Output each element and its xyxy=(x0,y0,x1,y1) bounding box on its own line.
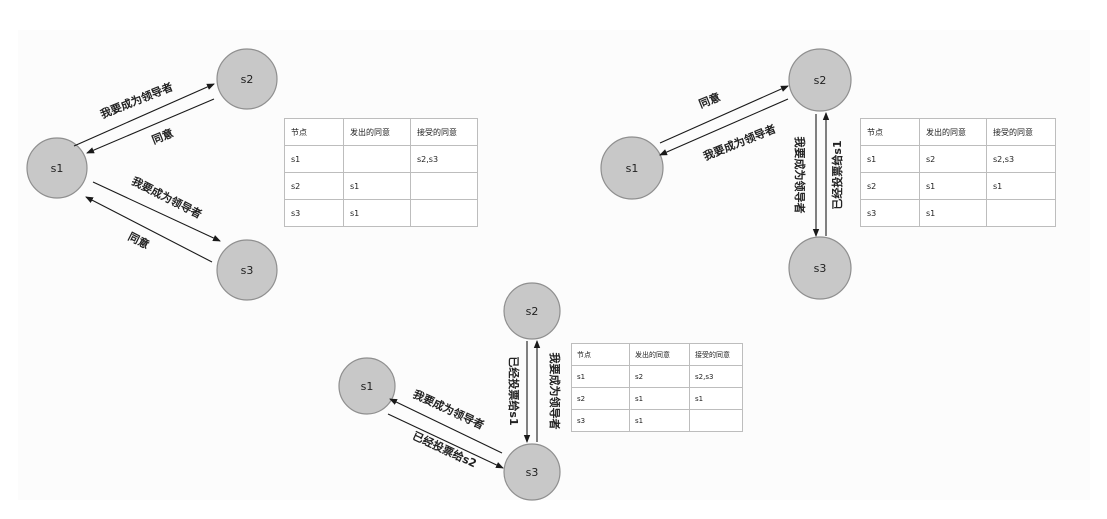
table-cell: s1 xyxy=(343,172,411,200)
diagram-3-edge-label-request-s3: 我要成为领导者 xyxy=(548,353,562,430)
diagram-2-node-s1: s1 xyxy=(600,136,664,200)
diagram-3: s1 s2 s3 已经投票给s1 我要成为领导者 我要成为领导者 已经投票给s2 xyxy=(338,282,562,501)
diagram-1-node-s1-label: s1 xyxy=(51,162,64,175)
diagram-1-edge-label-request-s3: 我要成为领导者 xyxy=(129,174,204,221)
table-header-row: 节点 发出的同意 接受的同意 xyxy=(571,343,743,366)
table-cell xyxy=(689,409,743,432)
table-cell: s3 xyxy=(571,409,630,432)
table-row: s1 s2 s2,s3 xyxy=(860,145,1056,173)
diagram-3-node-s3: s3 xyxy=(503,443,561,501)
diagram-1-vote-table: 节点 发出的同意 接受的同意 s1 s2,s3 s2 s1 s3 s1 xyxy=(284,118,478,227)
table-cell: s2 xyxy=(571,387,630,410)
table-cell: s2,s3 xyxy=(410,145,478,173)
table-cell xyxy=(343,145,411,173)
diagram-2-node-s1-label: s1 xyxy=(626,162,639,175)
table-header-row: 节点 发出的同意 接受的同意 xyxy=(860,118,1056,146)
diagram-2-node-s2: s2 xyxy=(788,48,852,112)
diagram-3-node-s3-label: s3 xyxy=(526,466,539,479)
diagram-1-edge-s1-to-s3 xyxy=(92,181,221,242)
table-cell: s2,s3 xyxy=(689,365,743,388)
table-cell xyxy=(410,199,478,227)
table-header-cell: 发出的同意 xyxy=(343,118,411,146)
diagram-1-node-s2-label: s2 xyxy=(241,73,254,86)
diagram-3-edge-s1-to-s3 xyxy=(387,413,504,469)
diagram-1-edge-s1-to-s2 xyxy=(73,83,215,147)
table-row: s3 s1 xyxy=(284,199,478,227)
table-row: s2 s1 s1 xyxy=(571,387,743,410)
diagram-2-edge-label-request-s3: 我要成为领导者 xyxy=(793,137,807,214)
table-cell: s2 xyxy=(284,172,344,200)
table-header-cell: 发出的同意 xyxy=(629,343,690,366)
table-header-cell: 接受的同意 xyxy=(986,118,1056,146)
diagram-2-edge-label-request-s2: 我要成为领导者 xyxy=(701,121,778,163)
diagram-3-edge-s3-to-s1 xyxy=(389,398,503,454)
diagram-3-edge-label-voted-s2: 已经投票给s1 xyxy=(507,356,521,425)
diagram-2-node-s3-label: s3 xyxy=(814,262,827,275)
table-cell: s1 xyxy=(629,387,690,410)
diagram-1-node-s3: s3 xyxy=(216,239,278,301)
table-cell: s3 xyxy=(284,199,344,227)
table-row: s1 s2,s3 xyxy=(284,145,478,173)
table-cell: s1 xyxy=(860,145,920,173)
diagram-1-node-s3-label: s3 xyxy=(241,264,254,277)
diagram-2: s1 s2 s3 同意 我要成为领导者 我要成为领导者 已经投票给s1 xyxy=(600,48,852,300)
table-cell: s1 xyxy=(629,409,690,432)
diagram-1-edge-label-request-s2: 我要成为领导者 xyxy=(98,79,175,121)
diagram-1-edge-label-agree-s3: 同意 xyxy=(126,229,152,251)
diagram-2-edge-s1-to-s2 xyxy=(659,85,789,144)
diagram-2-edge-label-voted-s3: 已经投票给s1 xyxy=(830,140,844,209)
diagram-3-vote-table: 节点 发出的同意 接受的同意 s1 s2 s2,s3 s2 s1 s1 s3 s… xyxy=(571,343,743,432)
diagram-1: s1 s2 s3 我要成为领导者 同意 我要成为领导者 同意 xyxy=(26,48,278,301)
diagram-3-node-s2: s2 xyxy=(503,282,561,340)
table-header-cell: 节点 xyxy=(860,118,920,146)
table-header-row: 节点 发出的同意 接受的同意 xyxy=(284,118,478,146)
diagram-3-node-s1: s1 xyxy=(338,357,396,415)
table-cell xyxy=(410,172,478,200)
table-cell xyxy=(986,199,1056,227)
table-cell: s2 xyxy=(860,172,920,200)
table-cell: s1 xyxy=(343,199,411,227)
table-row: s3 s1 xyxy=(860,199,1056,227)
table-cell: s2,s3 xyxy=(986,145,1056,173)
table-row: s2 s1 s1 xyxy=(860,172,1056,200)
diagram-3-node-s2-label: s2 xyxy=(526,305,539,318)
figure-background xyxy=(18,30,1090,500)
diagram-1-edge-s2-to-s1 xyxy=(86,98,215,154)
diagram-2-edge-label-agree-s1: 同意 xyxy=(697,90,723,111)
table-row: s2 s1 xyxy=(284,172,478,200)
table-header-cell: 发出的同意 xyxy=(919,118,987,146)
diagram-1-node-s1: s1 xyxy=(26,137,88,199)
table-header-cell: 接受的同意 xyxy=(410,118,478,146)
table-cell: s2 xyxy=(629,365,690,388)
table-cell: s1 xyxy=(919,199,987,227)
diagram-2-edge-s2-to-s1 xyxy=(659,98,789,156)
table-header-cell: 接受的同意 xyxy=(689,343,743,366)
diagram-2-node-s2-label: s2 xyxy=(814,74,827,87)
table-cell: s2 xyxy=(919,145,987,173)
table-row: s3 s1 xyxy=(571,409,743,432)
diagram-3-node-s1-label: s1 xyxy=(361,380,374,393)
table-cell: s1 xyxy=(986,172,1056,200)
diagram-2-vote-table: 节点 发出的同意 接受的同意 s1 s2 s2,s3 s2 s1 s1 s3 s… xyxy=(860,118,1056,227)
table-row: s1 s2 s2,s3 xyxy=(571,365,743,388)
diagram-1-node-s2: s2 xyxy=(216,48,278,110)
table-cell: s1 xyxy=(284,145,344,173)
table-cell: s1 xyxy=(919,172,987,200)
table-cell: s1 xyxy=(571,365,630,388)
diagram-3-edge-label-voted-s1: 已经投票给s2 xyxy=(410,428,479,470)
table-cell: s1 xyxy=(689,387,743,410)
table-cell: s3 xyxy=(860,199,920,227)
table-header-cell: 节点 xyxy=(284,118,344,146)
diagram-1-edge-s3-to-s1 xyxy=(85,196,213,263)
diagram-2-node-s3: s3 xyxy=(788,236,852,300)
diagram-1-edge-label-agree-s2: 同意 xyxy=(150,126,176,147)
table-header-cell: 节点 xyxy=(571,343,630,366)
diagram-3-edge-label-request-s1: 我要成为领导者 xyxy=(411,387,487,432)
